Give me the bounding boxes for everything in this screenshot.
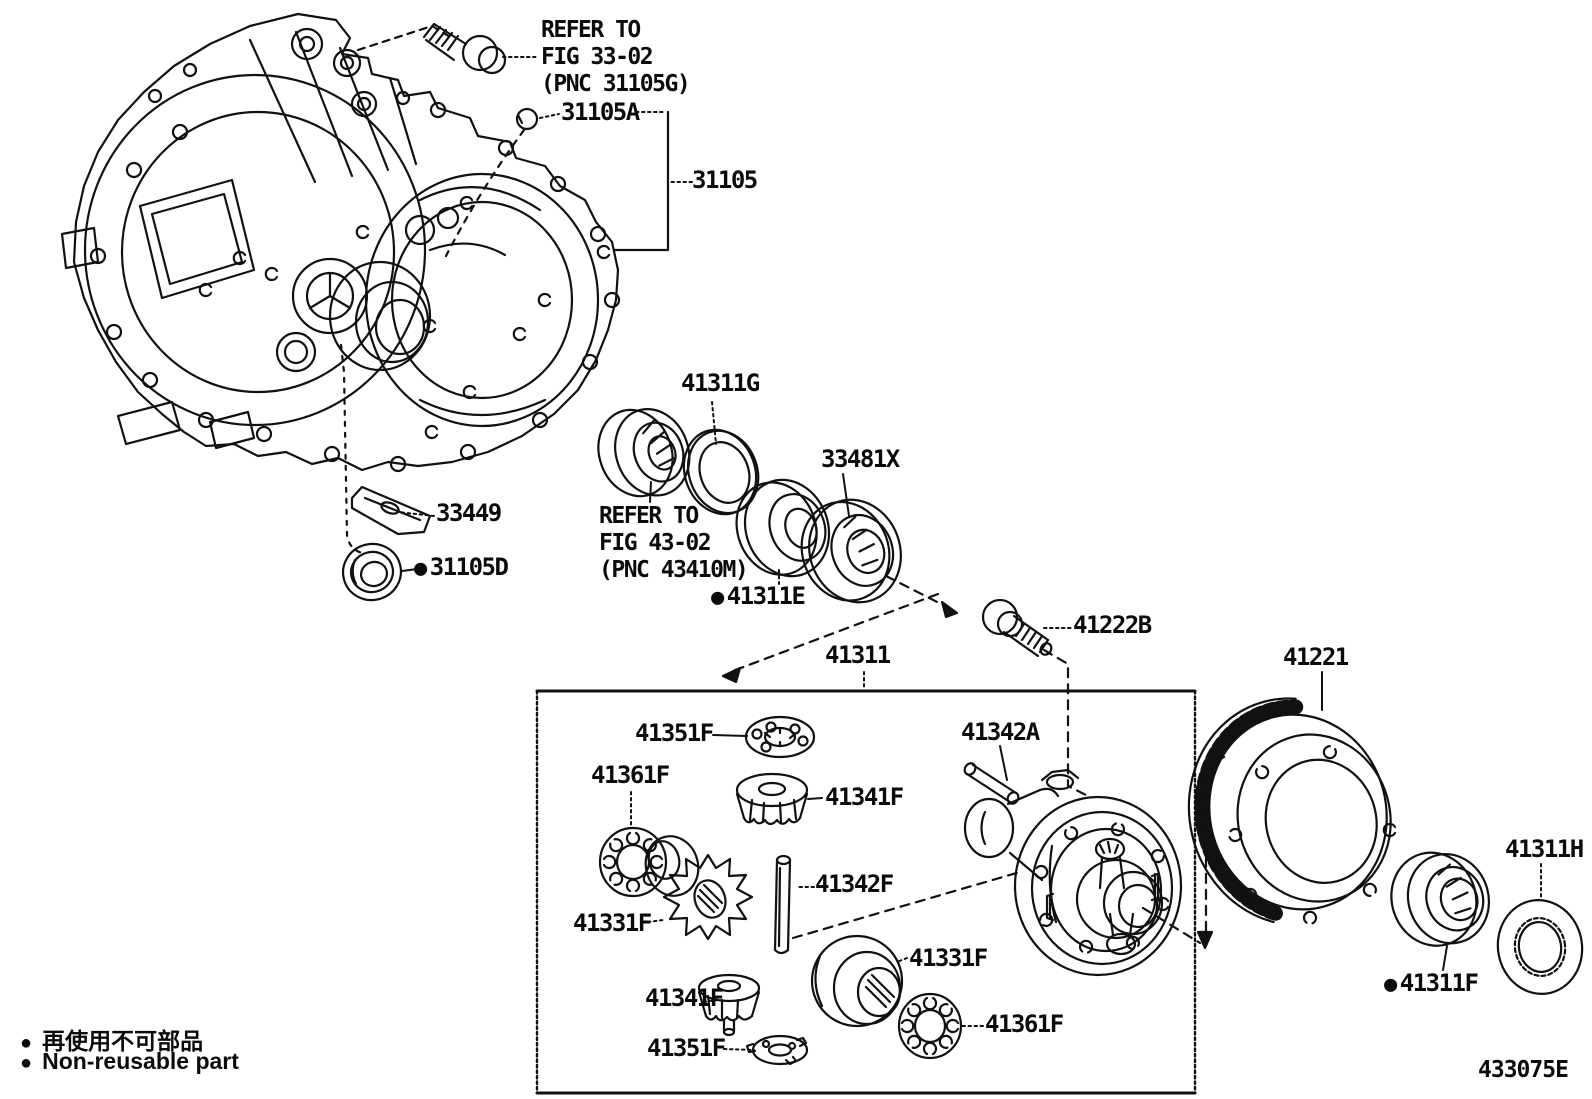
washer-41361f-bottom-drawing: [897, 992, 963, 1060]
bracket-33449-drawing: [350, 485, 432, 536]
legend-non-reusable-en: ●Non-reusable part: [20, 1048, 239, 1074]
non-reusable-dot-icon: ●: [414, 556, 427, 581]
callout-bracket-31105: [613, 110, 670, 252]
bolt-31105g-drawing: [422, 22, 507, 75]
note-line: FIG 33-02: [541, 44, 654, 70]
bearing-refer43-drawing: [597, 408, 691, 498]
part-label-41331F-left[interactable]: 41331F: [573, 909, 652, 937]
note-line: (PNC 43410M): [599, 557, 749, 583]
note-refer-fig-33-02[interactable]: REFER TO FIG 33-02 (PNC 31105G): [541, 17, 691, 98]
gear-41331f-right-drawing: [810, 934, 904, 1028]
part-label-41351F-bottom[interactable]: 41351F: [647, 1034, 726, 1062]
pin-41342f-drawing: [773, 854, 792, 955]
part-label-41331F-right[interactable]: 41331F: [909, 944, 988, 972]
oil-seal-31105d-drawing: [341, 542, 403, 602]
note-line: FIG 43-02: [599, 530, 712, 556]
bolt-41222b-drawing: [981, 598, 1053, 658]
differential-case-drawing: [963, 768, 1183, 977]
part-label-41311H[interactable]: 41311H: [1505, 835, 1584, 863]
part-label-31105A[interactable]: 31105A: [561, 98, 640, 126]
note-refer-fig-43-02[interactable]: REFER TO FIG 43-02 (PNC 43410M): [599, 503, 749, 584]
ring-gear-41221-drawing: [1187, 697, 1392, 924]
washer-41311h-drawing: [1496, 899, 1584, 995]
part-label-41361F-bottom[interactable]: 41361F: [985, 1010, 1064, 1038]
part-label-41361F-top[interactable]: 41361F: [591, 761, 670, 789]
part-label-41342A[interactable]: 41342A: [961, 718, 1040, 746]
part-label-41341F-top[interactable]: 41341F: [825, 783, 904, 811]
note-line: REFER TO: [541, 17, 641, 43]
part-label-31105D[interactable]: ●31105D: [414, 553, 509, 581]
washer-41351f-top-drawing: [744, 715, 816, 759]
part-label-31105[interactable]: 31105: [692, 166, 758, 194]
non-reusable-dot-icon: ●: [1384, 972, 1397, 997]
part-label-41311E[interactable]: ●41311E: [711, 582, 806, 610]
differential-parts-box: [535, 689, 1197, 1095]
part-label-33449[interactable]: 33449: [436, 499, 502, 527]
gear-41331f-left-drawing: [644, 835, 754, 941]
gear-41341f-bottom-drawing: [697, 973, 761, 1037]
non-reusable-dot-icon: ●: [711, 585, 724, 610]
part-label-41221[interactable]: 41221: [1283, 643, 1349, 671]
note-line: (PNC 31105G): [541, 71, 691, 97]
plug-31105a-drawing: [515, 107, 539, 131]
part-label-41351F-top[interactable]: 41351F: [635, 719, 714, 747]
part-label-41311F[interactable]: ●41311F: [1384, 969, 1479, 997]
part-label-33481X[interactable]: 33481X: [821, 445, 900, 473]
washer-41361f-top-drawing: [598, 826, 668, 898]
bearing-33481x-drawing: [800, 498, 902, 604]
part-label-41342F[interactable]: 41342F: [815, 870, 894, 898]
part-label-41311G[interactable]: 41311G: [681, 369, 760, 397]
washer-41351f-bottom-drawing: [745, 1034, 809, 1066]
non-reusable-dot-icon: ●: [20, 1052, 33, 1074]
race-41311g-drawing: [682, 428, 760, 516]
figure-code: 433075E: [1478, 1057, 1569, 1083]
gear-41341f-top-drawing: [735, 772, 809, 826]
part-label-41222B[interactable]: 41222B: [1073, 611, 1152, 639]
assembly-dashed-lines: [339, 24, 1226, 950]
transaxle-case-drawing: [60, 12, 621, 473]
part-label-41311[interactable]: 41311: [825, 641, 891, 669]
label-leader-lines: [397, 56, 1542, 1051]
part-label-41341F-bottom[interactable]: 41341F: [645, 984, 724, 1012]
bearing-41311f-drawing: [1390, 851, 1491, 947]
non-reusable-dot-icon: ●: [20, 1032, 33, 1054]
legend-non-reusable-jp: ●再使用不可部品: [20, 1028, 204, 1054]
note-line: REFER TO: [599, 503, 699, 529]
